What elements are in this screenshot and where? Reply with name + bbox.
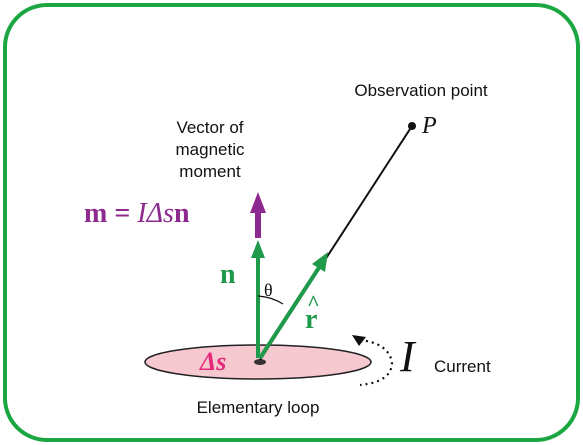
angle-arc — [257, 295, 284, 305]
vector-label-line2: magnetic — [176, 140, 245, 159]
moment-formula-rhs: IΔs — [136, 198, 174, 229]
point-p-label: P — [421, 113, 437, 139]
unit-vector-hat: ^ — [307, 290, 320, 315]
current-symbol: I — [399, 332, 417, 381]
moment-formula-m: m — [84, 198, 107, 229]
vector-label-line3: moment — [179, 162, 241, 181]
normal-label: n — [220, 259, 236, 290]
normal-arrow-head — [251, 240, 265, 258]
area-label: Δs — [199, 347, 226, 376]
current-label: Current — [434, 357, 491, 376]
unit-vector-shaft — [258, 264, 322, 360]
moment-formula: m = IΔsn — [84, 198, 190, 229]
unit-vector-label: r — [305, 304, 317, 335]
frame-border — [3, 3, 580, 442]
current-direction-arrowhead — [352, 335, 366, 346]
moment-formula-eq: = — [107, 198, 137, 229]
moment-formula-n: n — [174, 198, 190, 229]
moment-arrow-head — [250, 192, 266, 213]
observation-point-dot — [408, 122, 416, 130]
observation-point-label: Observation point — [354, 81, 488, 100]
angle-label: θ — [264, 280, 273, 300]
vector-label-line1: Vector of — [176, 118, 243, 137]
elementary-loop-label: Elementary loop — [197, 398, 320, 417]
unit-vector-head — [312, 252, 328, 272]
loop-center — [254, 359, 266, 365]
